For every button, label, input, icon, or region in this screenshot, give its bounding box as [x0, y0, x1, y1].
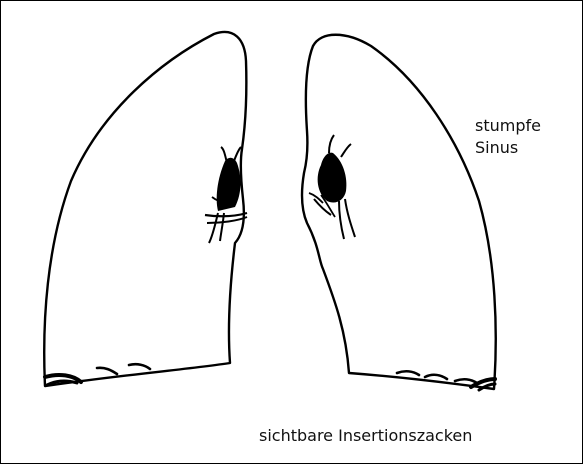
blunt-sinus-label-line2: Sinus [475, 137, 541, 159]
left-hilum [309, 135, 355, 239]
blunt-sinus-label-line1: stumpfe [475, 115, 541, 137]
blunt-sinus-label: stumpfe Sinus [475, 115, 541, 159]
insertion-marks-label: sichtbare Insertionszacken [259, 425, 472, 447]
right-lung-outline [44, 32, 246, 386]
